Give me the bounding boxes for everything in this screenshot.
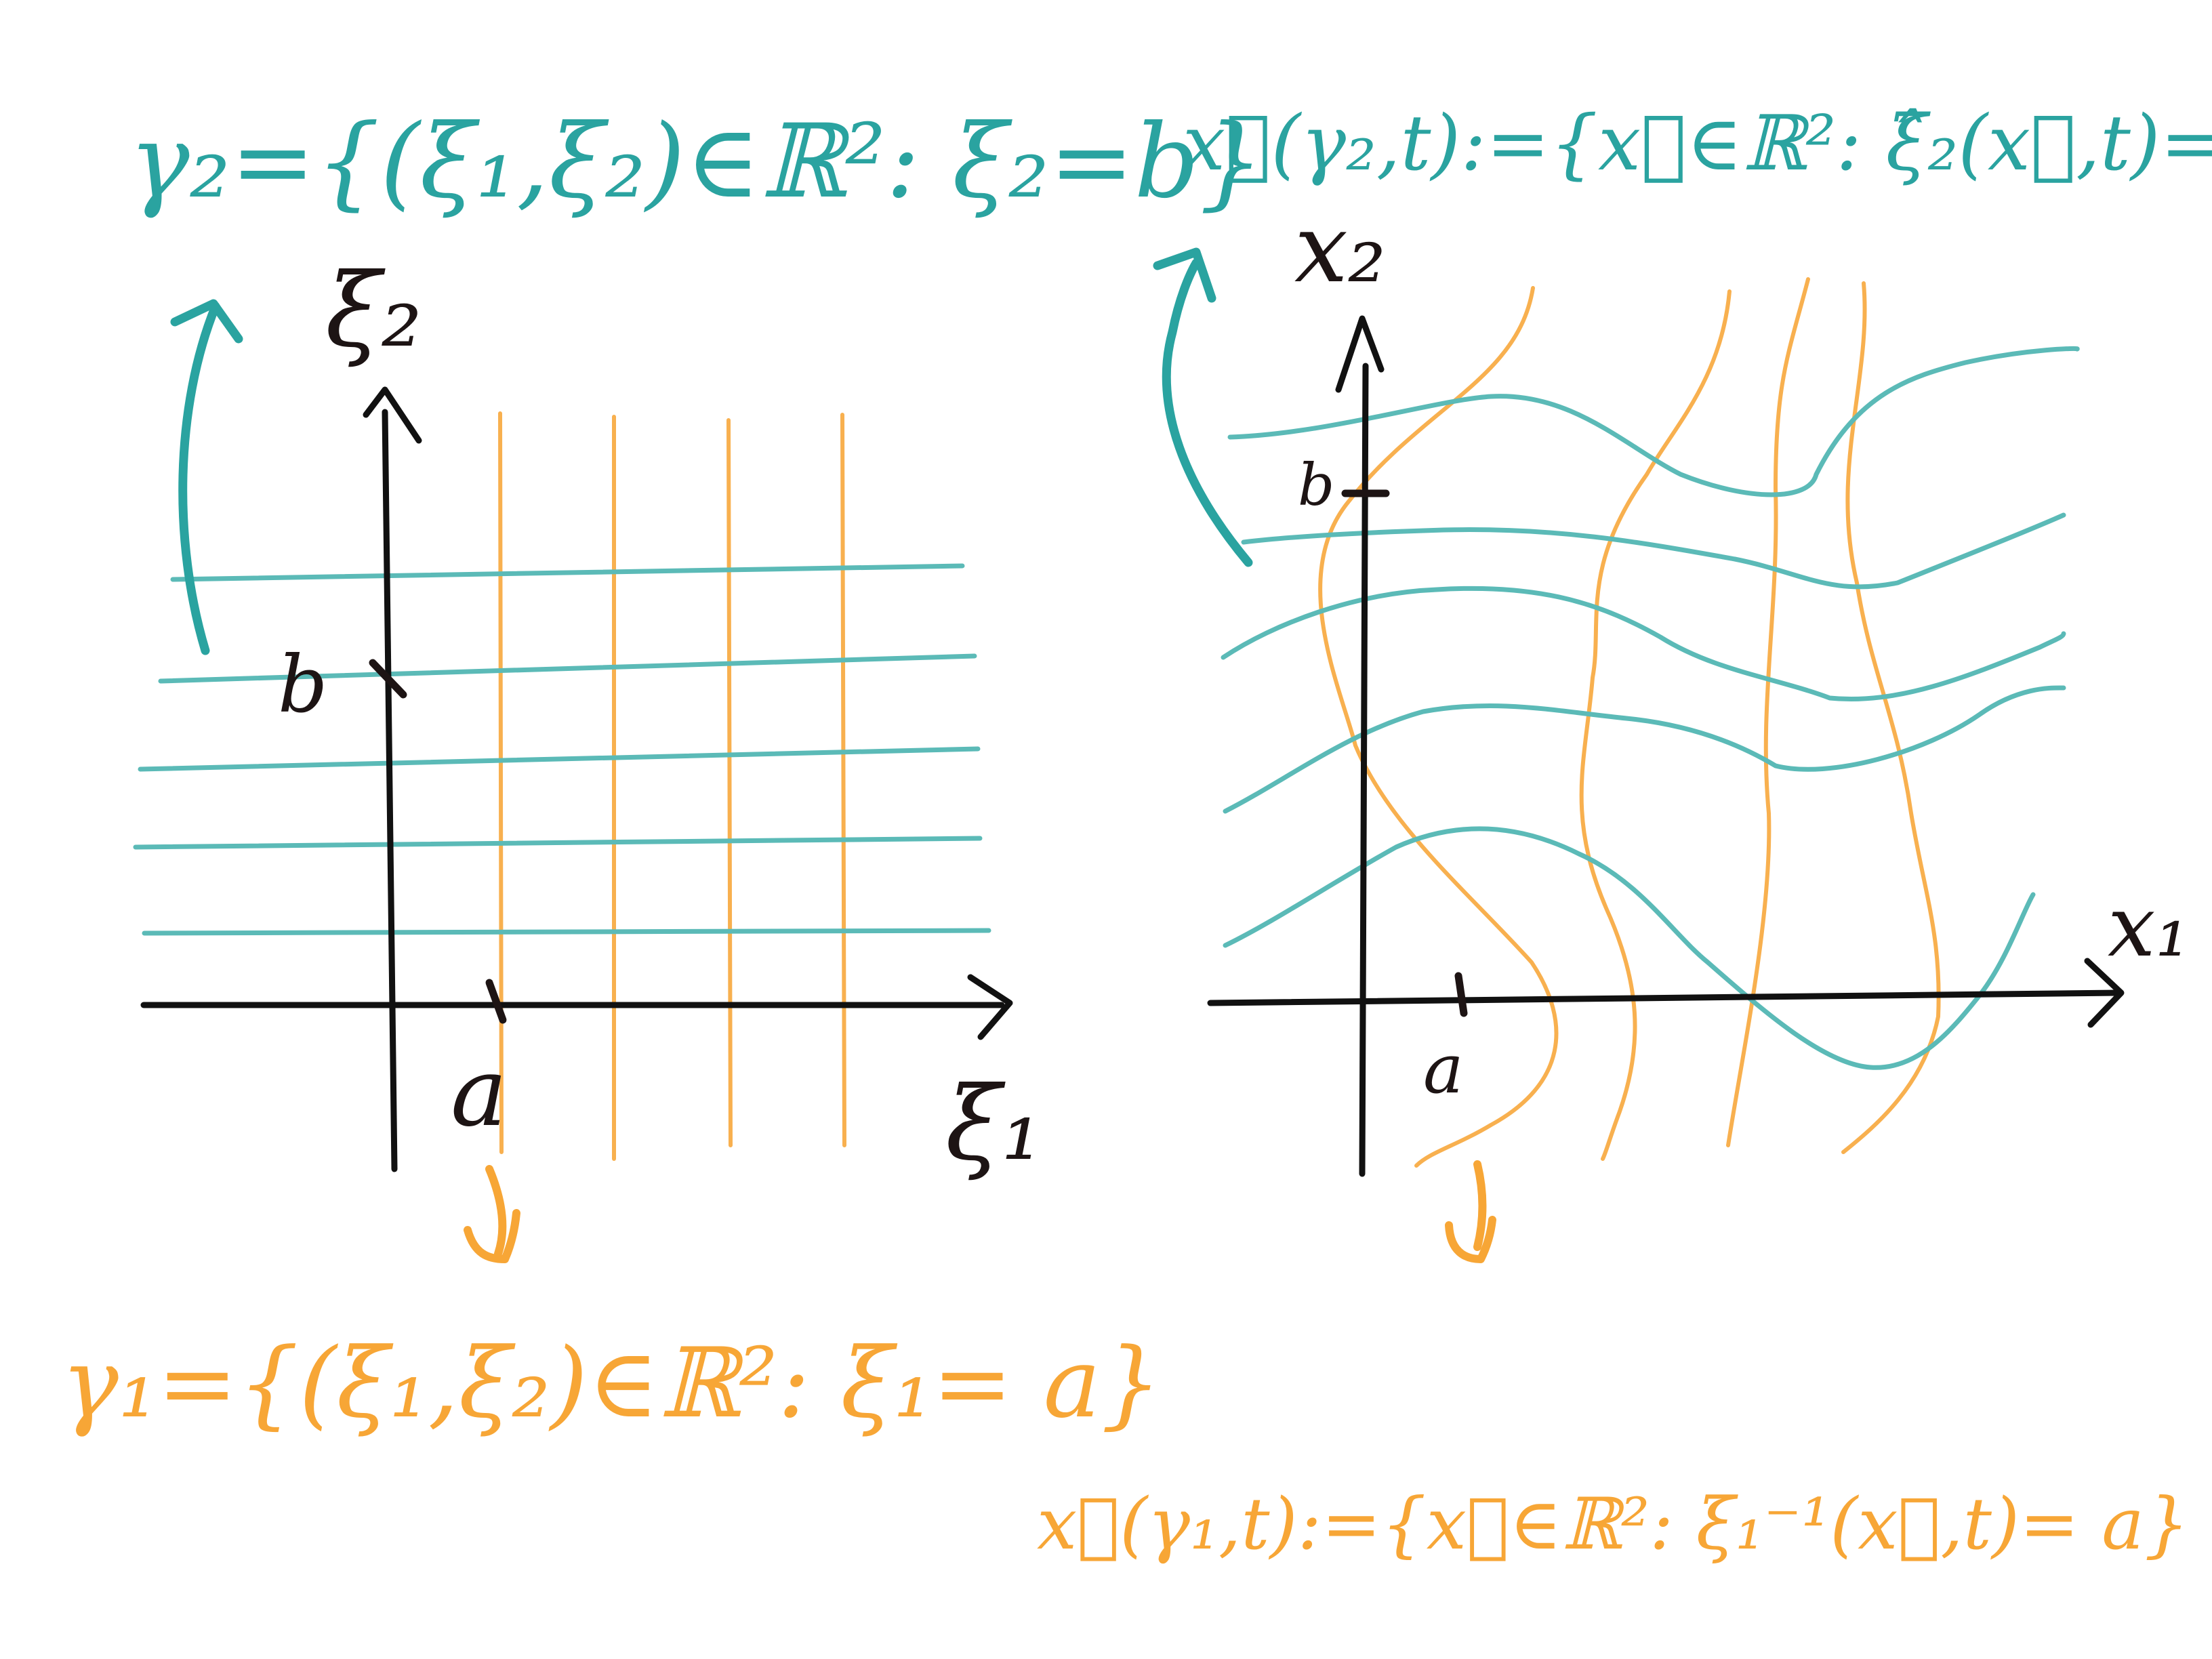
right-teal-curve: [1221, 586, 2066, 702]
right-x-axis: [1207, 989, 2121, 1006]
left-teal-line: [158, 653, 977, 684]
left-y-axis-arrowhead: [363, 386, 422, 444]
right-y-axis: [1359, 363, 1369, 1177]
right-teal-curve: [1223, 685, 2066, 814]
right-teal-curved-arrow: [1162, 258, 1253, 567]
right-teal-curve: [1227, 346, 2080, 497]
right-orange-arrowhead: [1445, 1216, 1496, 1263]
left-top-formula: γ₂={(ξ₁,ξ₂)∈ℝ²: ξ₂=b}: [129, 103, 1264, 221]
right-orange-down-arrow: [1473, 1160, 1487, 1251]
right-x-axis-label: x₁: [2108, 878, 2190, 976]
right-tick-x-label: a: [1423, 1029, 1464, 1109]
right-y-axis-arrowhead: [1335, 315, 1385, 393]
left-orange-down-arrow: [485, 1165, 507, 1258]
left-orange-line: [726, 418, 733, 1147]
right-teal-curve: [1223, 826, 2036, 1070]
left-orange-line: [840, 413, 846, 1147]
right-tick-y-label: b: [1298, 452, 1334, 519]
left-orange-lines: [498, 411, 846, 1161]
right-orange-curve: [1841, 281, 1941, 1154]
left-tick-x-label: a: [451, 1038, 507, 1148]
left-x-tick: [485, 979, 507, 1024]
left-teal-arrowhead: [170, 299, 243, 344]
left-teal-line: [138, 746, 981, 772]
left-orange-arrowhead: [464, 1209, 520, 1263]
right-y-axis-label: x₂: [1294, 194, 1386, 304]
right-orange-curves: [1318, 277, 1941, 1168]
left-x-axis-arrowhead: [967, 974, 1013, 1040]
left-teal-lines: [133, 563, 991, 936]
left-panel: a b ξ₂ ξ₁ γ₂={(ξ₁,ξ₂)∈ℝ²: ξ₂=b} γ₁={(ξ₁,…: [61, 103, 1264, 1439]
left-orange-line: [498, 411, 504, 1154]
right-x-axis-arrowhead: [2084, 958, 2125, 1028]
right-bottom-formula: x⃗(γ₁,t):={x⃗∈ℝ²: ξ₁⁻¹(x⃗,t)= a}: [1037, 1483, 2190, 1565]
left-tick-y-label: b: [278, 640, 328, 731]
right-orange-curve: [1579, 289, 1732, 1161]
left-teal-curved-arrow: [178, 302, 220, 655]
left-teal-line: [142, 928, 991, 936]
left-y-axis-label: ξ₂: [325, 252, 422, 370]
right-teal-curves: [1221, 346, 2080, 1070]
left-teal-line: [170, 563, 965, 582]
right-orange-curve: [1318, 286, 1559, 1168]
left-teal-line: [133, 836, 983, 850]
right-panel: a b x₂ x₁ x⃗(γ₂,t):={x⃗∈ℝ²: ξ̂₂(x⃗,t)=b}…: [1037, 100, 2212, 1565]
left-y-axis: [382, 409, 398, 1172]
right-teal-arrowhead: [1153, 247, 1216, 303]
right-teal-curve: [1241, 512, 2066, 590]
right-top-formula: x⃗(γ₂,t):={x⃗∈ℝ²: ξ̂₂(x⃗,t)=b}: [1183, 100, 2212, 188]
right-x-tick: [1454, 972, 1468, 1017]
left-y-tick: [369, 659, 407, 699]
left-x-axis-label: ξ₁: [945, 1065, 1042, 1183]
left-bottom-formula: γ₁={(ξ₁,ξ₂)∈ℝ²: ξ₁= a}: [61, 1328, 1162, 1439]
